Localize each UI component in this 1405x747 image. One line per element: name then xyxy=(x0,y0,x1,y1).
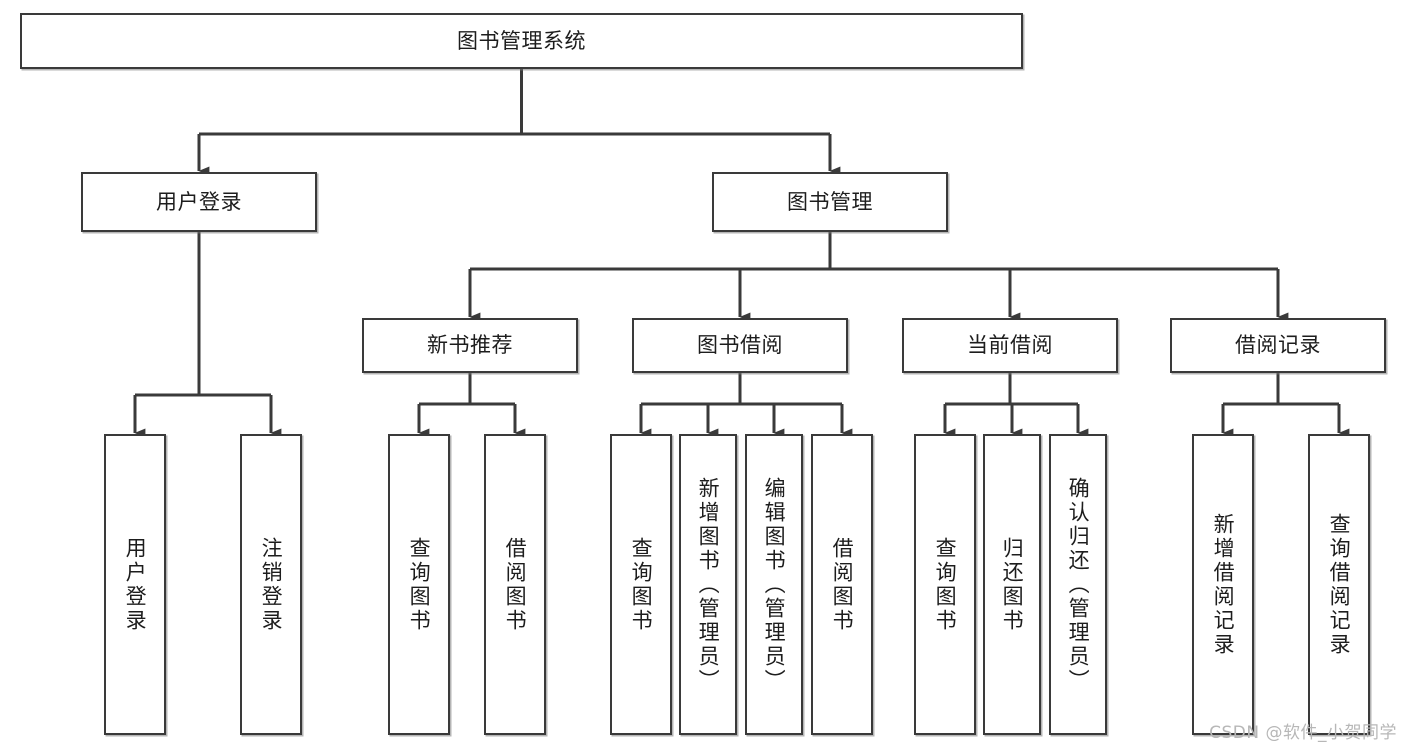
watermark-text: CSDN @软件_小贺同学 xyxy=(1209,723,1397,743)
node-label-user-login: 用户登录 xyxy=(156,189,242,214)
node-label-current-borrow: 当前借阅 xyxy=(967,333,1053,358)
node-leaf-edit-book[interactable]: 编辑图书（管理员） xyxy=(745,434,803,735)
node-label-leaf-borrow-book-2: 借阅图书 xyxy=(830,536,855,633)
node-leaf-query-book-1[interactable]: 查询图书 xyxy=(388,434,450,735)
node-label-root: 图书管理系统 xyxy=(457,28,586,53)
node-book-manage[interactable]: 图书管理 xyxy=(712,172,948,232)
node-label-new-book-recommend: 新书推荐 xyxy=(427,333,513,358)
node-label-borrow-record: 借阅记录 xyxy=(1235,333,1321,358)
node-label-leaf-return-book: 归还图书 xyxy=(1000,536,1025,633)
node-borrow-record[interactable]: 借阅记录 xyxy=(1170,318,1386,373)
node-label-book-borrow: 图书借阅 xyxy=(697,333,783,358)
node-leaf-borrow-book-1[interactable]: 借阅图书 xyxy=(484,434,546,735)
node-leaf-add-record[interactable]: 新增借阅记录 xyxy=(1192,434,1254,735)
node-label-leaf-query-book-3: 查询图书 xyxy=(933,536,958,633)
node-current-borrow[interactable]: 当前借阅 xyxy=(902,318,1118,373)
node-label-leaf-user-logout: 注销登录 xyxy=(259,536,284,633)
node-label-leaf-query-book-1: 查询图书 xyxy=(407,536,432,633)
node-label-leaf-query-record: 查询借阅记录 xyxy=(1327,512,1352,657)
node-new-book-recommend[interactable]: 新书推荐 xyxy=(362,318,578,373)
node-root[interactable]: 图书管理系统 xyxy=(20,13,1023,69)
node-leaf-borrow-book-2[interactable]: 借阅图书 xyxy=(811,434,873,735)
node-label-leaf-confirm-return: 确认归还（管理员） xyxy=(1066,476,1091,693)
node-leaf-query-book-2[interactable]: 查询图书 xyxy=(610,434,672,735)
node-label-leaf-borrow-book-1: 借阅图书 xyxy=(503,536,528,633)
node-leaf-user-logout[interactable]: 注销登录 xyxy=(240,434,302,735)
node-label-book-manage: 图书管理 xyxy=(787,189,873,214)
node-label-leaf-add-record: 新增借阅记录 xyxy=(1211,512,1236,657)
node-label-leaf-edit-book: 编辑图书（管理员） xyxy=(762,476,787,693)
node-leaf-confirm-return[interactable]: 确认归还（管理员） xyxy=(1049,434,1107,735)
node-leaf-add-book[interactable]: 新增图书（管理员） xyxy=(679,434,737,735)
node-leaf-user-login[interactable]: 用户登录 xyxy=(104,434,166,735)
node-user-login[interactable]: 用户登录 xyxy=(81,172,317,232)
node-label-leaf-query-book-2: 查询图书 xyxy=(629,536,654,633)
node-book-borrow[interactable]: 图书借阅 xyxy=(632,318,848,373)
node-label-leaf-user-login: 用户登录 xyxy=(123,536,148,633)
node-label-leaf-add-book: 新增图书（管理员） xyxy=(696,476,721,693)
node-leaf-query-record[interactable]: 查询借阅记录 xyxy=(1308,434,1370,735)
node-leaf-return-book[interactable]: 归还图书 xyxy=(983,434,1041,735)
node-leaf-query-book-3[interactable]: 查询图书 xyxy=(914,434,976,735)
